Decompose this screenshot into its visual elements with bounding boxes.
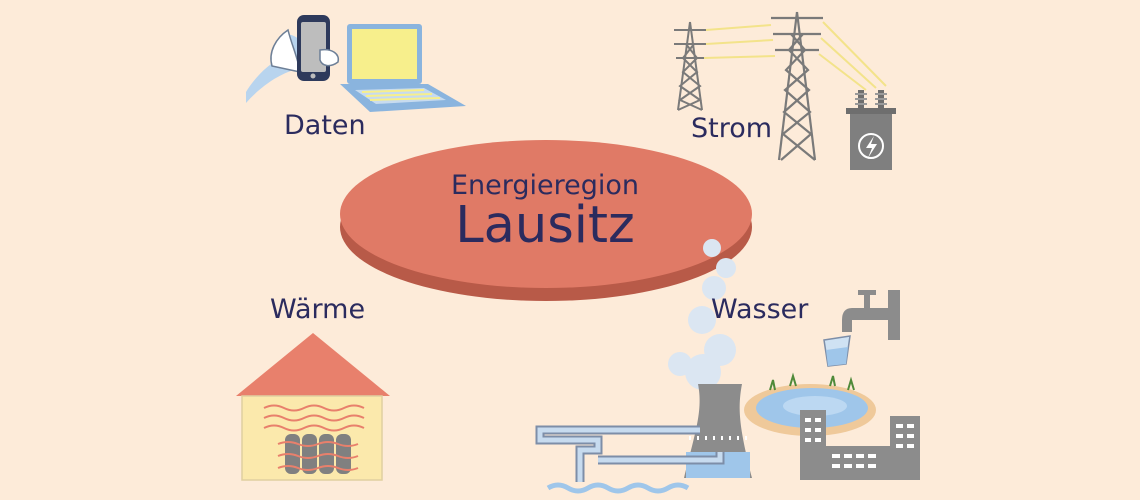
faucet-icon — [842, 290, 900, 340]
pipe-icon — [535, 425, 725, 494]
power-pylon-icon — [771, 11, 823, 161]
phone-icon — [246, 15, 340, 103]
center-subtitle: Energieregion — [450, 170, 640, 201]
center-title: Lausitz — [455, 196, 635, 255]
power-lines — [703, 21, 887, 91]
laptop-icon — [340, 24, 466, 112]
label-water: Wasser — [711, 294, 809, 325]
center-ellipse — [340, 140, 752, 301]
factory-icon — [800, 410, 920, 480]
label-data: Daten — [284, 110, 366, 141]
radiator-icon — [277, 434, 359, 474]
steam-clouds — [668, 239, 736, 390]
glass-icon — [823, 335, 851, 367]
label-heat: Wärme — [270, 294, 366, 325]
transformer-icon — [846, 90, 896, 170]
power-pylon-icon — [674, 21, 706, 111]
label-power: Strom — [691, 113, 773, 144]
